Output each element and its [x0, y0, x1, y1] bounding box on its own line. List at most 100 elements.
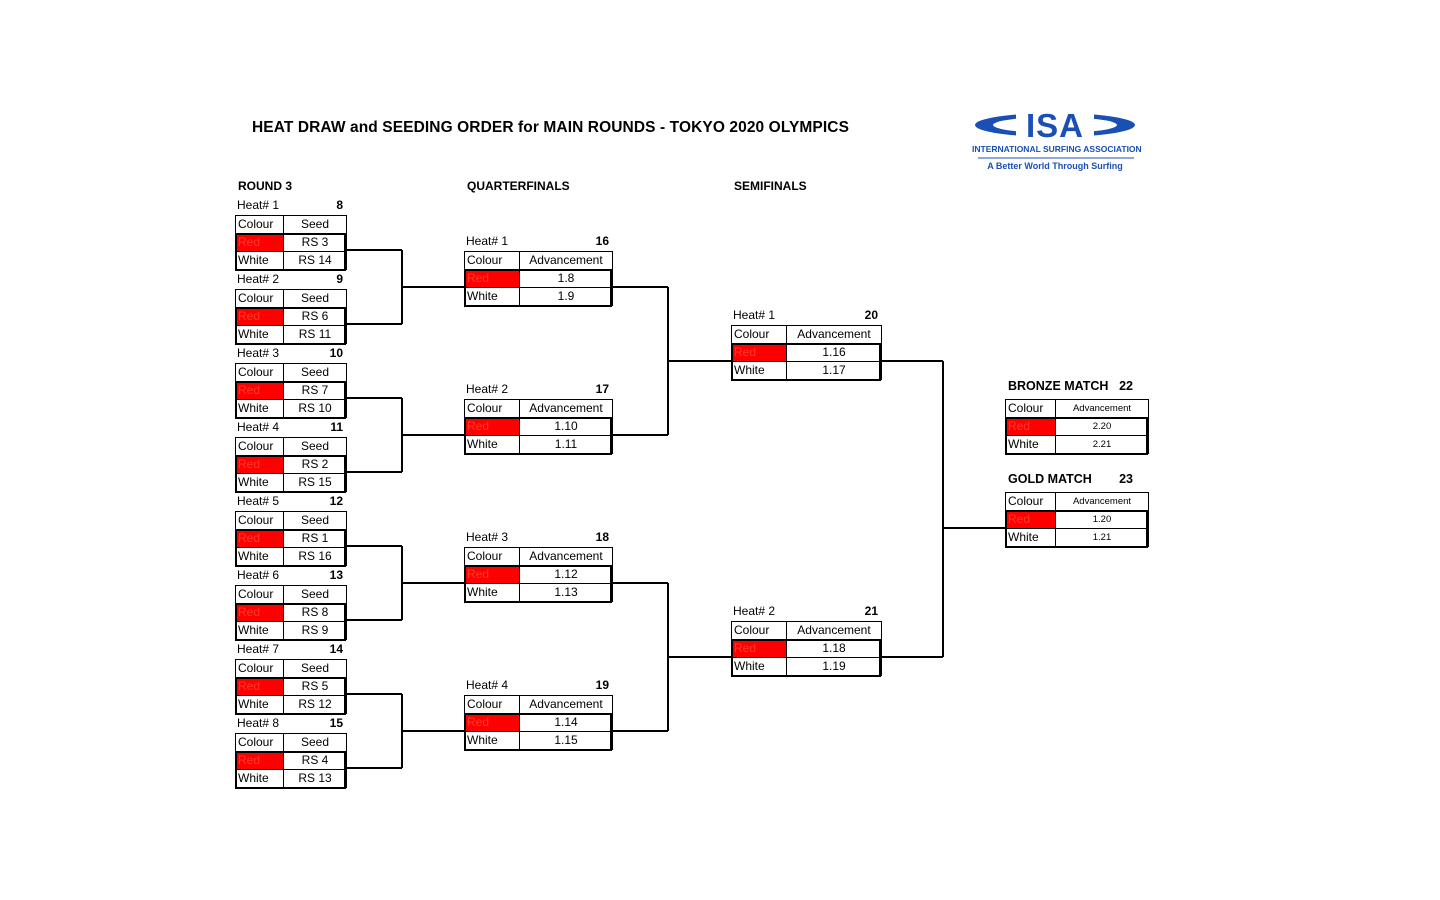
red-value-cell: RS 8: [283, 602, 347, 622]
colour-header: Colour: [464, 250, 520, 270]
red-value-cell: 1.16: [786, 342, 882, 362]
heat-name: Heat# 7: [237, 642, 280, 656]
heat-name: Heat# 2: [466, 382, 509, 396]
white-colour-cell: White: [235, 398, 284, 418]
red-value-cell: 1.10: [519, 416, 613, 436]
colour-header: Colour: [235, 362, 284, 382]
white-value-cell: RS 14: [283, 250, 347, 270]
advancement-header: Advancement: [519, 398, 613, 418]
heat-number: 10: [329, 346, 343, 360]
heat-name: Heat# 3: [237, 346, 280, 360]
white-value-cell: RS 16: [283, 546, 347, 566]
white-value-cell: 1.17: [786, 360, 882, 380]
red-value-cell: 1.14: [519, 712, 613, 732]
red-colour-cell: Red: [464, 712, 520, 732]
white-colour-cell: White: [731, 656, 787, 676]
seed-header: Seed: [283, 436, 347, 456]
heat-name: Heat# 1: [466, 234, 509, 248]
heat-name: Heat# 4: [466, 678, 509, 692]
white-value-cell: 1.13: [519, 582, 613, 602]
heat-number: 14: [329, 642, 343, 656]
white-value-cell: RS 12: [283, 694, 347, 714]
colour-header: Colour: [464, 694, 520, 714]
bronze-match-number: 22: [1119, 379, 1133, 393]
colour-header: Colour: [464, 546, 520, 566]
red-value-cell: RS 7: [283, 380, 347, 400]
red-value-cell: RS 2: [283, 454, 347, 474]
red-colour-cell: Red: [1005, 510, 1056, 529]
red-colour-cell: Red: [464, 268, 520, 288]
heat-number: 11: [330, 420, 343, 434]
heat-name: Heat# 2: [237, 272, 280, 286]
colour-header: Colour: [235, 732, 284, 752]
quarterfinals-label: QUARTERFINALS: [467, 179, 570, 193]
logo-tagline: A Better World Through Surfing: [987, 161, 1123, 171]
red-colour-cell: Red: [464, 416, 520, 436]
heat-name: Heat# 8: [237, 716, 280, 730]
isa-logo-graphic: ISA: [975, 107, 1135, 159]
advancement-header: Advancement: [519, 250, 613, 270]
advancement-header: Advancement: [786, 620, 882, 640]
red-colour-cell: Red: [1005, 417, 1056, 436]
seed-header: Seed: [283, 732, 347, 752]
colour-header: Colour: [235, 584, 284, 604]
red-value-cell: 1.8: [519, 268, 613, 288]
white-value-cell: RS 9: [283, 620, 347, 640]
red-colour-cell: Red: [464, 564, 520, 584]
heat-name: Heat# 2: [733, 604, 776, 618]
advancement-header: Advancement: [519, 694, 613, 714]
white-value-cell: 1.19: [786, 656, 882, 676]
heat-number: 17: [595, 382, 609, 396]
red-value-cell: RS 5: [283, 676, 347, 696]
white-value-cell: RS 11: [283, 324, 347, 344]
white-value-cell: RS 10: [283, 398, 347, 418]
red-colour-cell: Red: [235, 454, 284, 474]
red-colour-cell: Red: [731, 342, 787, 362]
logo-wordmark: ISA: [1026, 107, 1084, 144]
white-colour-cell: White: [464, 582, 520, 602]
heat-name: Heat# 3: [466, 530, 509, 544]
gold-match-label: GOLD MATCH: [1008, 472, 1092, 486]
heat-name: Heat# 1: [237, 198, 280, 212]
heat-name: Heat# 4: [237, 420, 280, 434]
white-value-cell: RS 13: [283, 768, 347, 788]
gold-match-number: 23: [1119, 472, 1133, 486]
red-value-cell: RS 1: [283, 528, 347, 548]
heat-number: 9: [336, 272, 343, 286]
heat-name: Heat# 5: [237, 494, 280, 508]
colour-header: Colour: [235, 510, 284, 530]
red-value-cell: 1.18: [786, 638, 882, 658]
white-colour-cell: White: [235, 250, 284, 270]
colour-header: Colour: [235, 658, 284, 678]
white-value-cell: 2.21: [1055, 435, 1149, 454]
seed-header: Seed: [283, 658, 347, 678]
round3-label: ROUND 3: [238, 179, 293, 193]
red-colour-cell: Red: [235, 306, 284, 326]
seed-header: Seed: [283, 584, 347, 604]
heat-number: 20: [864, 308, 878, 322]
red-colour-cell: Red: [235, 602, 284, 622]
white-colour-cell: White: [731, 360, 787, 380]
red-value-cell: 1.12: [519, 564, 613, 584]
isa-logo: ISA INTERNATIONAL SURFING ASSOCIATION A …: [972, 106, 1142, 181]
white-colour-cell: White: [235, 694, 284, 714]
white-value-cell: 1.15: [519, 730, 613, 750]
